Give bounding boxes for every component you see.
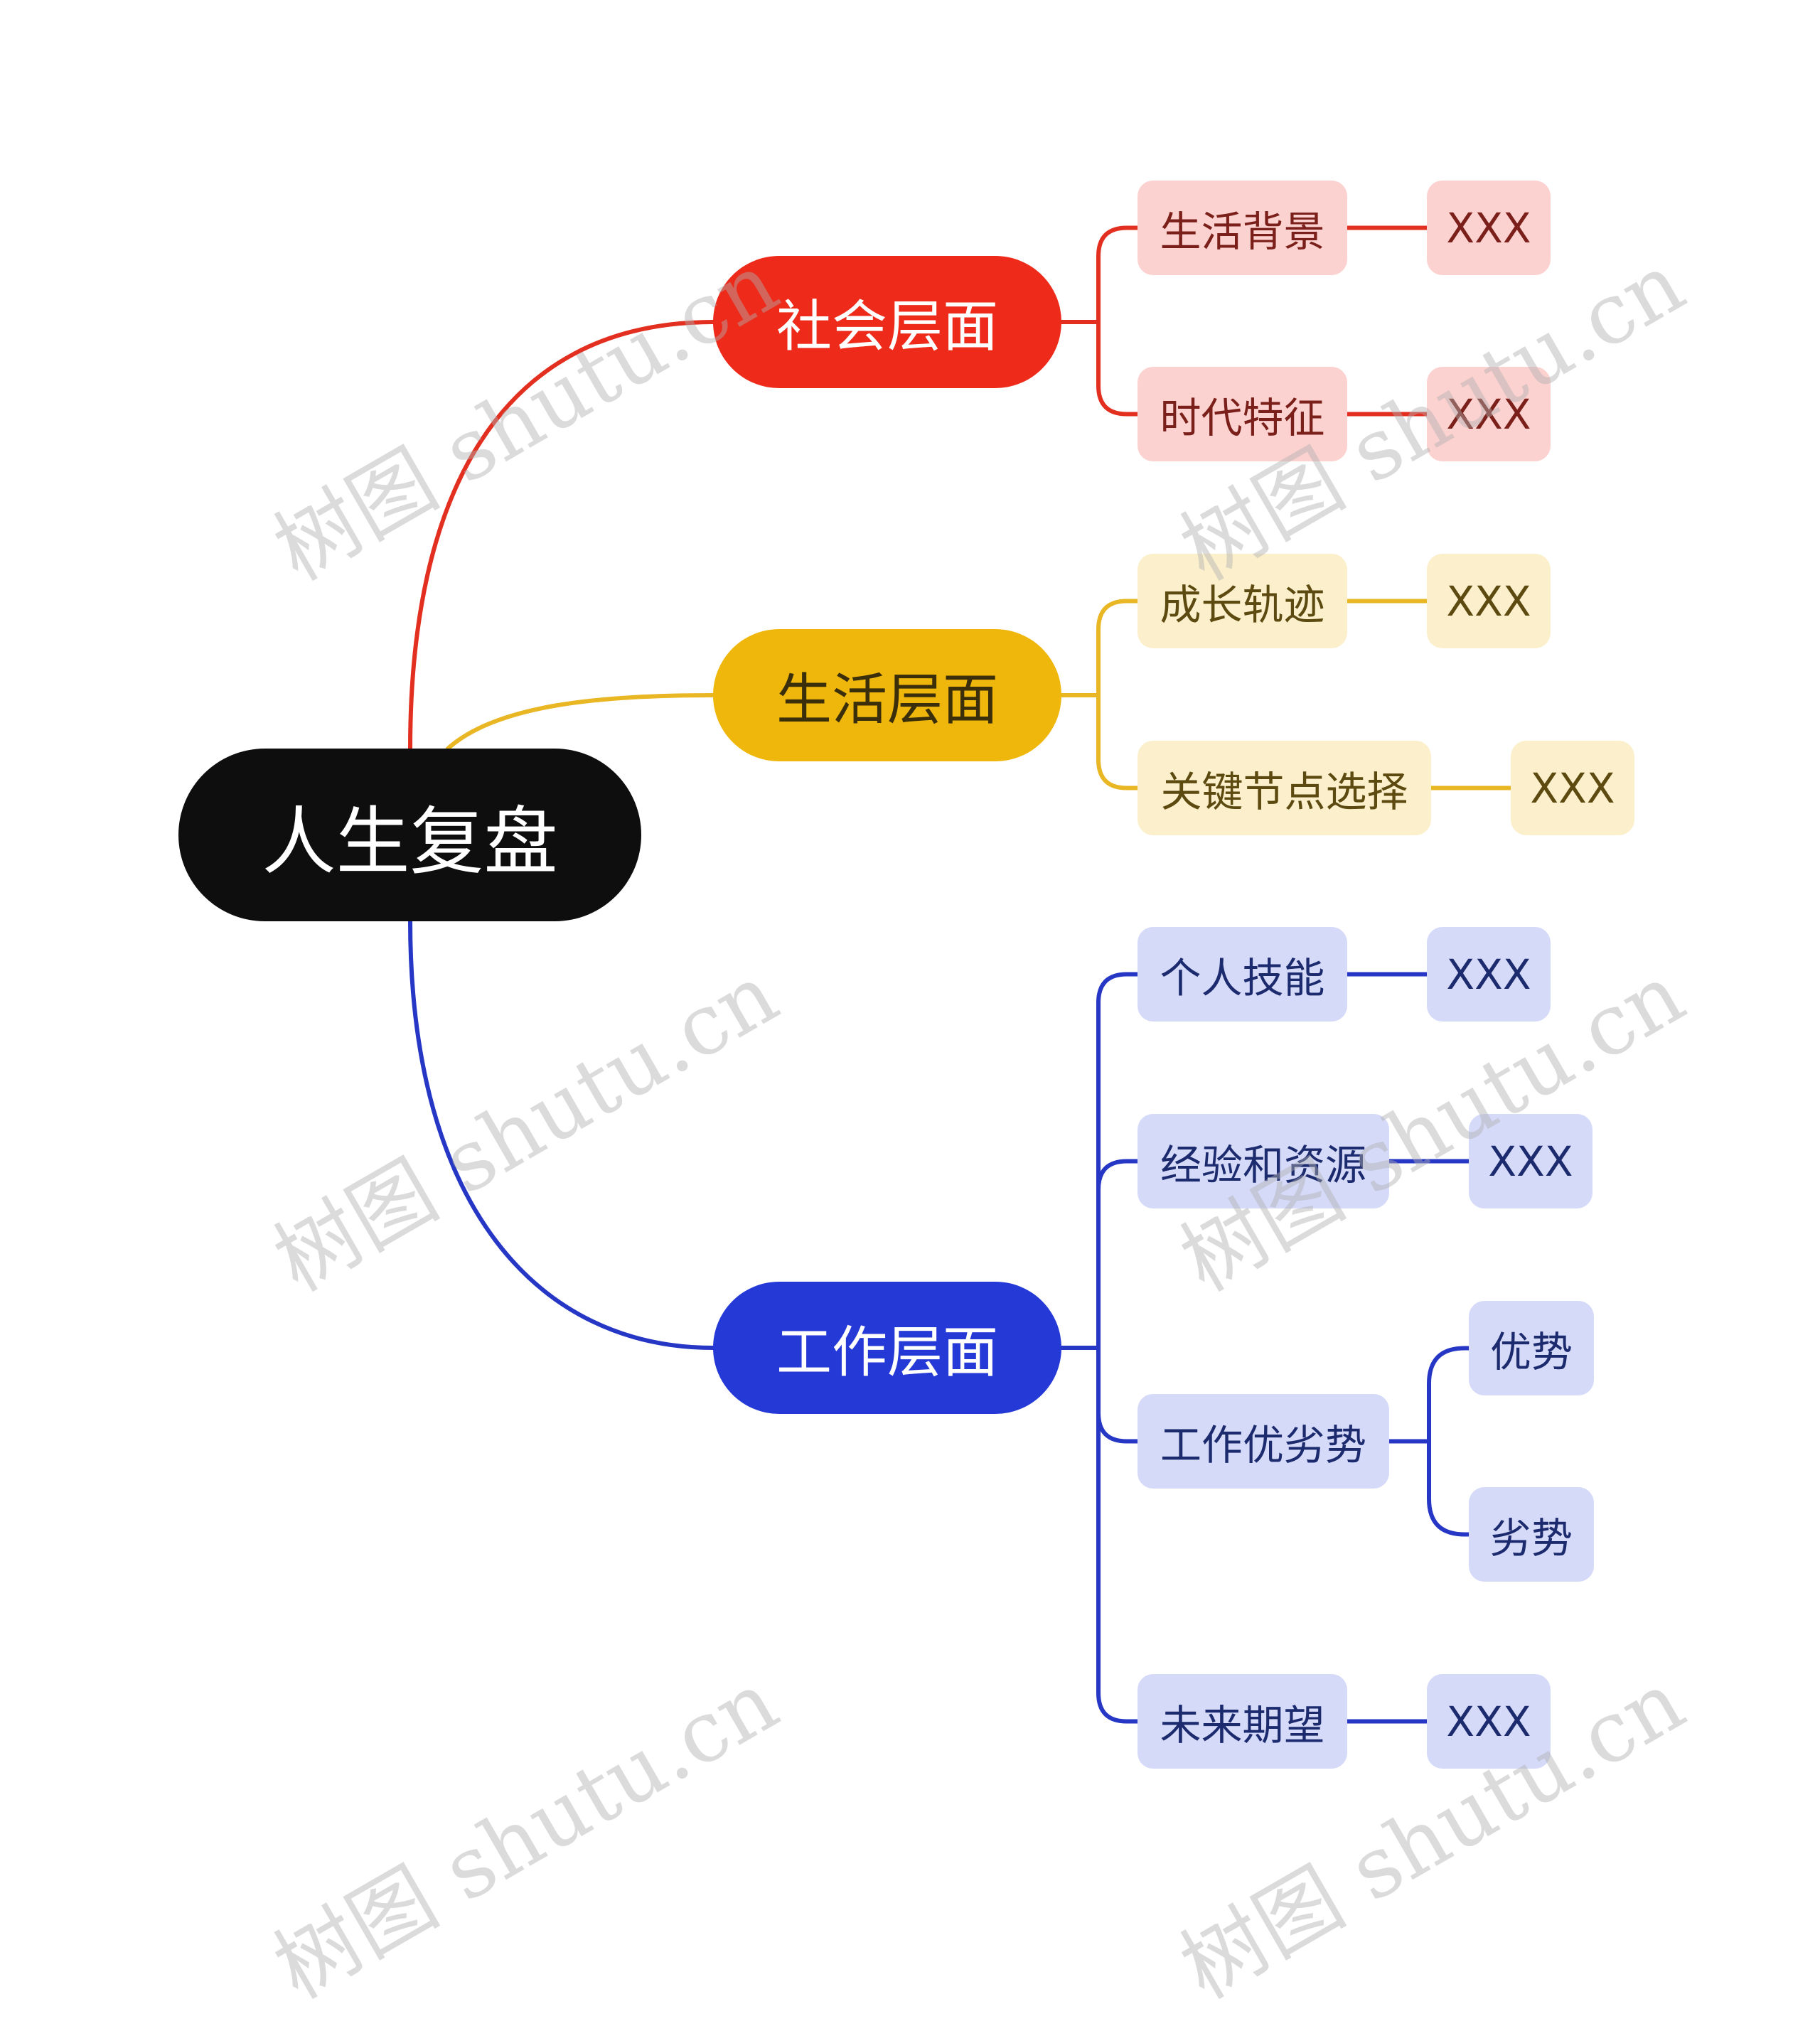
leaf-xxx[interactable]: XXX <box>1427 367 1551 461</box>
leaf-strengths[interactable]: 优势 <box>1469 1301 1594 1395</box>
connector-work-branch-1 <box>1096 1159 1140 1350</box>
topic-era-features[interactable]: 时代特征 <box>1138 367 1347 461</box>
topic-future-expectations[interactable]: 未来期望 <box>1138 1674 1347 1769</box>
leaf-xxx[interactable]: XXX <box>1427 554 1551 648</box>
mind-map-canvas: 人生复盘 社会层面 生活层面 工作层面 生活背景 XXX 时代特征 XXX 成长… <box>178 181 1700 2017</box>
leaf-xxx[interactable]: XXX <box>1427 927 1551 1022</box>
branch-work[interactable]: 工作层面 <box>713 1282 1061 1414</box>
topic-work-pros-cons[interactable]: 工作优劣势 <box>1138 1394 1389 1489</box>
connector-social-branch-0 <box>1096 225 1140 324</box>
connector-root-work <box>408 919 715 1350</box>
connector-root-life <box>446 693 715 751</box>
connector-life-branch-1 <box>1096 693 1140 790</box>
leaf-xxx[interactable]: XXX <box>1511 741 1634 835</box>
branch-life[interactable]: 生活层面 <box>713 629 1061 761</box>
topic-growth-path[interactable]: 成长轨迹 <box>1138 554 1347 648</box>
connector-work-branch-0 <box>1096 972 1140 1350</box>
connector-root-social <box>408 320 715 751</box>
connector-work-branch-3 <box>1096 1346 1140 1724</box>
leaf-xxx[interactable]: XXX <box>1427 181 1551 275</box>
connector-social-branch-1 <box>1096 320 1140 417</box>
connector-fork-up <box>1427 1346 1471 1444</box>
connector-lines <box>408 225 1513 1724</box>
topic-living-background[interactable]: 生活背景 <box>1138 181 1347 275</box>
topic-experience-resources[interactable]: 经验和资源 <box>1138 1114 1389 1208</box>
connector-work-branch-2 <box>1096 1346 1140 1444</box>
topic-personal-skills[interactable]: 个人技能 <box>1138 927 1347 1022</box>
topic-key-choices[interactable]: 关键节点选择 <box>1138 741 1431 835</box>
leaf-weaknesses[interactable]: 劣势 <box>1469 1487 1594 1582</box>
leaf-xxx[interactable]: XXX <box>1469 1114 1592 1208</box>
branch-social[interactable]: 社会层面 <box>713 256 1061 388</box>
root-node[interactable]: 人生复盘 <box>178 749 641 921</box>
connector-life-branch-0 <box>1096 599 1140 697</box>
leaf-xxx[interactable]: XXX <box>1427 1674 1551 1769</box>
connector-fork-down <box>1427 1439 1471 1537</box>
